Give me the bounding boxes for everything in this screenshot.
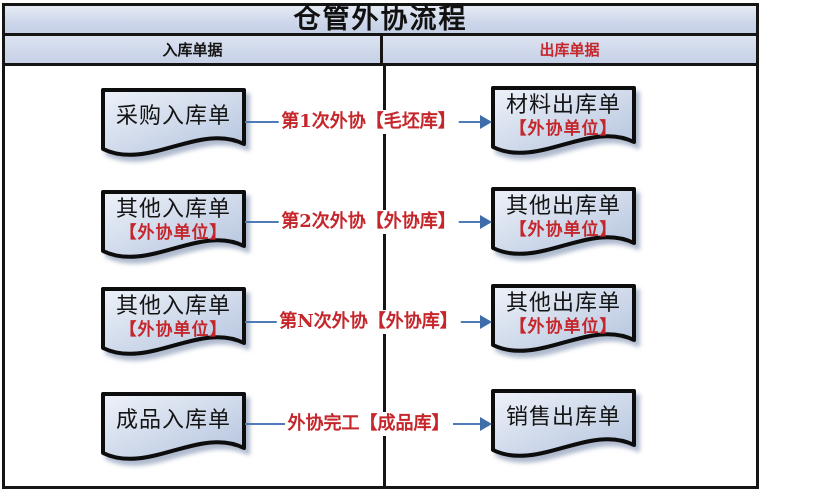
document-title: 其他出库单 — [505, 291, 621, 316]
flow-label: 第N次外协【外协库】 — [276, 310, 461, 334]
header-divider-rule — [2, 63, 759, 66]
document-finished-inbound: 成品入库单 — [100, 391, 247, 469]
document-title: 其他入库单 — [115, 197, 231, 222]
document-other-inbound: 其他入库单 【外协单位】 — [100, 286, 247, 364]
document-subtitle: 【外协单位】 — [509, 317, 618, 337]
column-header-outbound: 出库单据 — [383, 36, 756, 63]
document-title: 采购入库单 — [115, 104, 231, 129]
document-shape-icon — [101, 287, 246, 356]
document-sales-outbound: 销售出库单 — [490, 388, 637, 466]
page-title: 仓管外协流程 — [293, 4, 468, 35]
document-subtitle: 【外协单位】 — [509, 220, 618, 240]
document-other-inbound: 其他入库单 【外协单位】 — [100, 189, 247, 267]
document-shape-icon — [491, 187, 636, 256]
arrow-right-icon — [480, 417, 492, 431]
column-header-inbound: 入库单据 — [5, 36, 383, 63]
document-title: 其他入库单 — [115, 294, 231, 319]
flow-connector-1: 第1次外协【毛坯库】 — [245, 109, 492, 135]
flow-connector-3: 第N次外协【外协库】 — [245, 309, 492, 335]
document-shape-icon — [491, 389, 636, 458]
column-header-row: 入库单据 出库单据 — [2, 36, 759, 66]
document-purchase-inbound: 采购入库单 — [100, 87, 247, 165]
arrow-right-icon — [480, 215, 492, 229]
arrow-right-icon — [480, 115, 492, 129]
document-title: 成品入库单 — [115, 408, 231, 433]
document-subtitle: 【外协单位】 — [509, 119, 618, 139]
flow-label: 第2次外协【外协库】 — [278, 210, 459, 234]
document-other-outbound: 其他出库单 【外协单位】 — [490, 283, 637, 361]
document-shape-icon — [491, 86, 636, 155]
document-title: 其他出库单 — [505, 194, 621, 219]
flow-connector-4: 外协完工【成品库】 — [245, 411, 492, 437]
document-shape-icon — [101, 190, 246, 259]
flow-label: 外协完工【成品库】 — [284, 412, 453, 436]
document-subtitle: 【外协单位】 — [119, 223, 228, 243]
document-title: 材料出库单 — [505, 93, 621, 118]
document-title: 销售出库单 — [505, 405, 621, 430]
title-bar: 仓管外协流程 — [2, 3, 759, 36]
flow-connector-2: 第2次外协【外协库】 — [245, 209, 492, 235]
flow-label: 第1次外协【毛坯库】 — [278, 110, 459, 134]
arrow-right-icon — [480, 315, 492, 329]
document-material-outbound: 材料出库单 【外协单位】 — [490, 85, 637, 163]
document-subtitle: 【外协单位】 — [119, 320, 228, 340]
document-shape-icon — [101, 392, 246, 461]
document-shape-icon — [491, 284, 636, 353]
document-shape-icon — [101, 88, 246, 157]
center-divider-line — [383, 66, 386, 486]
document-other-outbound: 其他出库单 【外协单位】 — [490, 186, 637, 264]
